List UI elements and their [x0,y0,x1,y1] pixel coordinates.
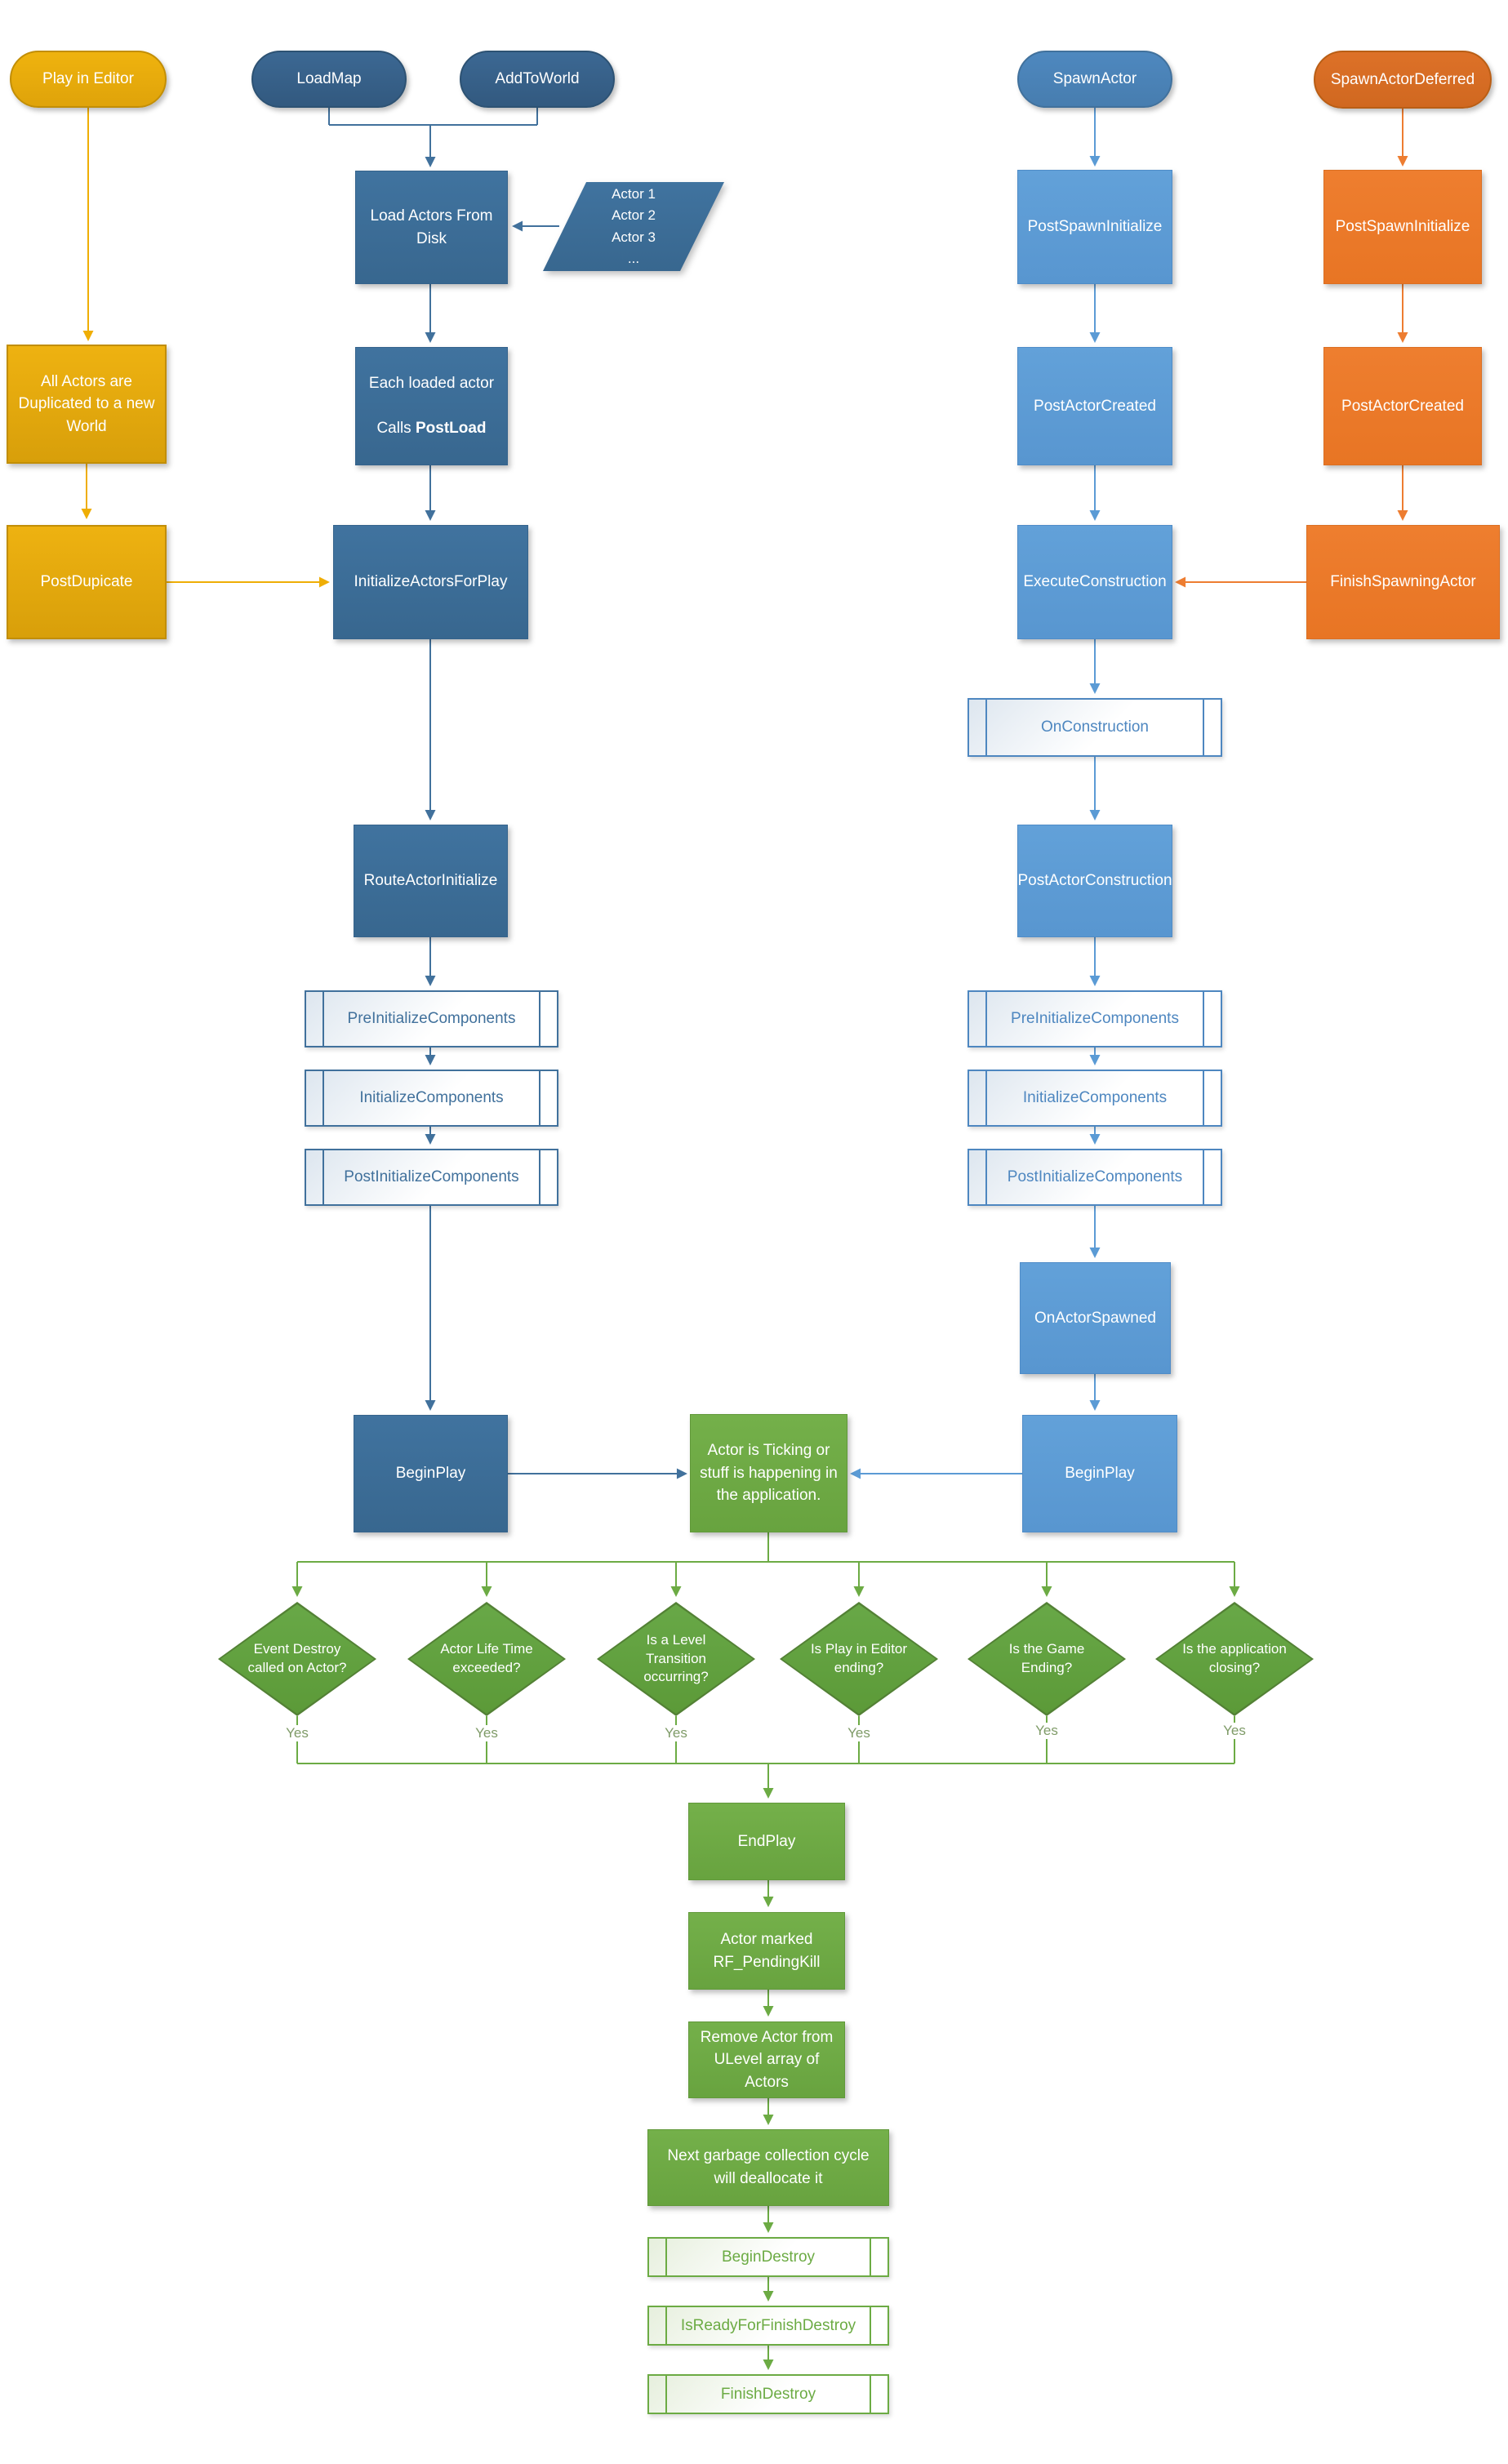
node-actor-marked-pending-kill: Actor marked RF_PendingKill [688,1912,845,1990]
node-each-loaded-actor: Each loaded actor Calls PostLoad [355,347,508,465]
node-post-actor-created-orange: PostActorCreated [1323,347,1482,465]
subprocess-pre-initialize-components-right: PreInitializeComponents [968,990,1222,1047]
subprocess-begin-destroy: BeginDestroy [647,2237,889,2277]
node-next-gc-cycle: Next garbage collection cycle will deall… [647,2129,889,2206]
decision-level-transition: Is a Level Transition occurring? [597,1602,755,1716]
node-end-play: EndPlay [688,1803,845,1880]
node-on-actor-spawned: OnActorSpawned [1020,1262,1171,1374]
node-load-actors-from-disk: Load Actors From Disk [355,171,508,284]
subprocess-finish-destroy: FinishDestroy [647,2374,889,2414]
yes-label-2: Yes [469,1725,505,1741]
node-begin-play-left: BeginPlay [354,1415,508,1532]
subprocess-is-ready-for-finish-destroy: IsReadyForFinishDestroy [647,2306,889,2346]
node-route-actor-initialize: RouteActorInitialize [354,825,508,937]
node-load-map: LoadMap [251,51,407,108]
node-finish-spawning-actor: FinishSpawningActor [1306,525,1500,639]
subprocess-post-initialize-components-right: PostInitializeComponents [968,1149,1222,1206]
node-remove-actor-from-ulevel: Remove Actor from ULevel array of Actors [688,2021,845,2098]
yes-label-1: Yes [279,1725,315,1741]
node-post-actor-created-blue: PostActorCreated [1017,347,1172,465]
each-loaded-line2: Calls [376,420,416,438]
subprocess-on-construction: OnConstruction [968,698,1222,757]
decision-pie-ending: Is Play in Editor ending? [780,1602,938,1716]
subprocess-initialize-components-right: InitializeComponents [968,1070,1222,1127]
decision-game-ending: Is the Game Ending? [968,1602,1126,1716]
node-initialize-actors-for-play: InitializeActorsForPlay [333,525,528,639]
decision-application-closing: Is the application closing? [1155,1602,1314,1716]
node-play-in-editor: Play in Editor [10,51,167,108]
yes-label-3: Yes [658,1725,694,1741]
decision-event-destroy: Event Destroy called on Actor? [218,1602,376,1716]
node-post-spawn-initialize-blue: PostSpawnInitialize [1017,170,1172,284]
node-post-actor-construction: PostActorConstruction [1017,825,1172,937]
yes-label-6: Yes [1217,1723,1252,1739]
postload-bold: PostLoad [415,420,487,438]
yes-label-5: Yes [1029,1723,1065,1739]
decision-actor-lifetime: Actor Life Time exceeded? [407,1602,566,1716]
node-post-spawn-initialize-orange: PostSpawnInitialize [1323,170,1482,284]
node-spawn-actor-deferred: SpawnActorDeferred [1314,51,1492,109]
node-execute-construction: ExecuteConstruction [1017,525,1172,639]
node-actor-ticking: Actor is Ticking or stuff is happening i… [690,1414,847,1532]
yes-label-4: Yes [841,1725,877,1741]
node-all-actors-duplicated: All Actors are Duplicated to a new World [7,345,167,464]
node-begin-play-right: BeginPlay [1022,1415,1177,1532]
subprocess-pre-initialize-components-left: PreInitializeComponents [305,990,558,1047]
node-add-to-world: AddToWorld [460,51,615,108]
node-post-dupicate: PostDupicate [7,525,167,639]
subprocess-post-initialize-components-left: PostInitializeComponents [305,1149,558,1206]
subprocess-initialize-components-left: InitializeComponents [305,1070,558,1127]
node-actor-list-parallelogram: Actor 1 Actor 2 Actor 3 ... [543,182,724,271]
each-loaded-line1: Each loaded actor [368,375,495,393]
node-spawn-actor: SpawnActor [1017,51,1172,108]
